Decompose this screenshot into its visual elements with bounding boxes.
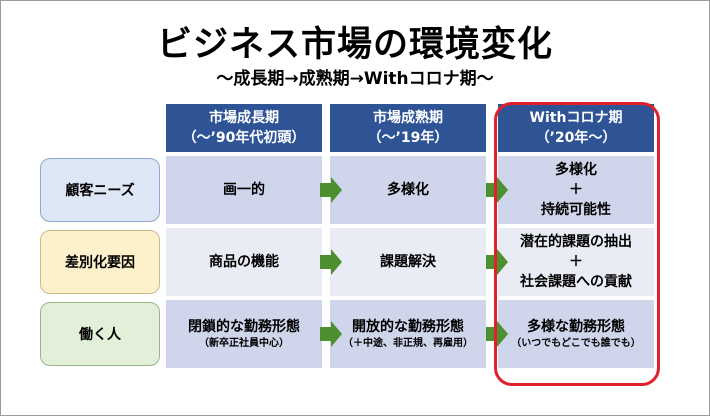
cell-subtext: （いつでもどこでも誰でも）	[511, 338, 641, 349]
cell-text: 多様化	[555, 162, 597, 178]
column-header-title: Withコロナ期	[529, 110, 623, 126]
right-arrow-icon	[486, 177, 508, 203]
cell-text: 多様な勤務形態	[527, 319, 625, 335]
cell-text: 開放的な勤務形態	[352, 319, 464, 335]
column-header-period: （’20年～）	[535, 130, 617, 146]
row-label-differentiation: 差別化要因	[40, 230, 160, 294]
cell-subtext: （新卒正社員中心）	[199, 338, 289, 349]
slide-title: ビジネス市場の環境変化	[156, 25, 553, 65]
plus-sign: ＋	[569, 254, 583, 270]
cell-diff-mature: 課題解決	[330, 228, 486, 296]
right-arrow-icon	[320, 249, 342, 275]
column-header-title: 市場成熟期	[373, 110, 443, 126]
cell-work-mature: 開放的な勤務形態 （＋中途、非正規、再雇用）	[330, 300, 486, 368]
slide-subtitle: ～成長期→成熟期→Withコロナ期～	[216, 69, 494, 89]
cell-text: 商品の機能	[209, 254, 279, 270]
plus-sign: ＋	[569, 182, 583, 198]
cell-text: 閉鎖的な勤務形態	[188, 319, 300, 335]
column-header-period: （～’90年代初頭）	[182, 130, 306, 146]
cell-needs-growth: 画一的	[166, 156, 322, 224]
cell-text: 潜在的課題の抽出	[520, 234, 632, 250]
row-label-workers: 働く人	[40, 302, 160, 366]
column-header-growth: 市場成長期 （～’90年代初頭）	[166, 104, 322, 152]
column-header-title: 市場成長期	[209, 110, 279, 126]
right-arrow-icon	[486, 321, 508, 347]
column-header-period: （～’19年）	[367, 130, 449, 146]
column-header-mature: 市場成熟期 （～’19年）	[330, 104, 486, 152]
cell-diff-growth: 商品の機能	[166, 228, 322, 296]
right-arrow-icon	[320, 177, 342, 203]
column-header-withcorona: Withコロナ期 （’20年～）	[498, 104, 654, 152]
cell-text: 課題解決	[380, 254, 436, 270]
cell-text-2: 持続可能性	[541, 202, 611, 218]
cell-diff-withcorona: 潜在的課題の抽出 ＋ 社会課題への貢献	[498, 228, 654, 296]
cell-needs-withcorona: 多様化 ＋ 持続可能性	[498, 156, 654, 224]
cell-needs-mature: 多様化	[330, 156, 486, 224]
right-arrow-icon	[320, 321, 342, 347]
cell-subtext: （＋中途、非正規、再雇用）	[343, 338, 473, 349]
cell-work-growth: 閉鎖的な勤務形態 （新卒正社員中心）	[166, 300, 322, 368]
cell-text-2: 社会課題への貢献	[520, 274, 632, 290]
cell-text: 画一的	[223, 182, 265, 198]
cell-work-withcorona: 多様な勤務形態 （いつでもどこでも誰でも）	[498, 300, 654, 368]
right-arrow-icon	[486, 249, 508, 275]
cell-text: 多様化	[387, 182, 429, 198]
row-label-customer-needs: 顧客ニーズ	[40, 158, 160, 222]
